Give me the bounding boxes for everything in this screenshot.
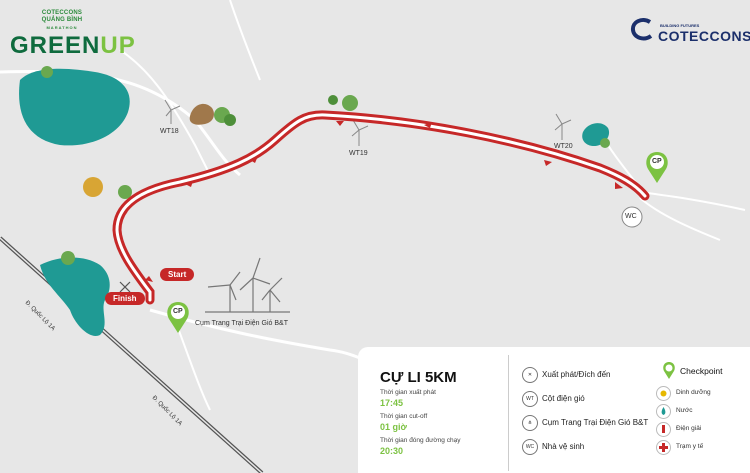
wt20-label: WT20 — [554, 143, 573, 150]
turbine-wt20 — [554, 113, 572, 140]
cutoff-value: 01 giờ — [380, 422, 407, 432]
water-icon — [656, 404, 671, 419]
wind-farm-legend-icon: ⋔ — [522, 415, 538, 431]
legend-wind-farm: Cụm Trang Trại Điện Gió B&T — [542, 418, 649, 427]
route-arrows — [145, 121, 623, 282]
road-top — [229, 0, 261, 81]
tree — [41, 66, 53, 78]
start-badge: Start — [160, 268, 195, 281]
toilet-label: WC — [625, 213, 637, 220]
start-time-value: 17:45 — [380, 398, 404, 408]
rock — [189, 103, 214, 125]
wind-tower-icon: WT — [522, 391, 538, 407]
lake-top-left — [19, 68, 130, 146]
legend-toilet: Nhà vệ sinh — [542, 442, 585, 451]
turbine-wt18 — [164, 99, 181, 124]
cp-medical: Trạm y tế — [676, 443, 704, 450]
turbine-wt19 — [351, 119, 369, 146]
road-right-2 — [639, 197, 721, 241]
tree — [224, 114, 236, 126]
checkpoint-label-2: CP — [652, 158, 662, 165]
toilet-icon: WC — [522, 439, 538, 455]
road-bottom — [149, 308, 361, 360]
wt18-label: WT18 — [160, 128, 179, 135]
checkpoint-pin-1 — [167, 302, 189, 333]
start-finish-icon: ✕ — [522, 367, 538, 383]
tree — [118, 185, 132, 199]
close-time-value: 20:30 — [380, 446, 404, 456]
start-time-label: Thời gian xuất phát — [380, 389, 436, 396]
logo-line-3: MARATHON — [46, 25, 78, 30]
divider — [508, 355, 509, 471]
tree — [83, 177, 103, 197]
finish-flag-icon — [119, 281, 131, 293]
road-bottom-2 — [174, 319, 211, 411]
logo-line-2: QUẢNG BÌNH — [41, 17, 83, 23]
cp-water: Nước — [676, 407, 693, 414]
legend-wind-tower: Cột điện gió — [542, 394, 585, 403]
wind-farm-label: Cụm Trang Trại Điện Gió B&T — [195, 320, 288, 327]
toilet-marker — [621, 206, 643, 228]
logo-line-1: COTECCONS — [41, 10, 83, 16]
checkpoint-pin-2 — [646, 152, 668, 183]
highway-1a-inner — [0, 237, 263, 473]
coteccons-name: COTECCONS — [658, 28, 750, 44]
legend-start-finish: Xuất phát/Đích đến — [542, 370, 611, 379]
tree — [600, 138, 610, 148]
close-time-label: Thời gian đóng đường chạy — [380, 437, 461, 444]
electrolyte-icon — [656, 422, 671, 437]
cp-electrolyte: Điện giải — [676, 425, 702, 432]
greenup-logo: COTECCONS QUẢNG BÌNH MARATHON GREENUP — [10, 8, 135, 64]
medical-icon — [656, 440, 671, 455]
road-right — [639, 191, 746, 211]
cutoff-label: Thời gian cut-off — [380, 413, 428, 420]
checkpoint-label-1: CP — [173, 308, 183, 315]
tree — [61, 251, 75, 265]
coteccons-mark-icon — [630, 18, 653, 41]
legend-panel: CỰ LI 5KM Thời gian xuất phát 17:45 Thời… — [358, 347, 750, 473]
cp-nutrition: Dinh dưỡng — [676, 389, 711, 396]
distance-title: CỰ LI 5KM — [380, 369, 457, 386]
checkpoint-title: Checkpoint — [680, 366, 723, 376]
finish-badge: Finish — [105, 292, 145, 305]
checkpoint-pin-icon — [663, 362, 675, 379]
lake-bottom-left — [40, 257, 110, 336]
tree — [328, 95, 338, 105]
route-5km-centre — [115, 113, 647, 302]
coteccons-logo: BUILDING FUTURES COTECCONS — [630, 16, 750, 46]
wind-farm-icon — [205, 257, 290, 313]
wt19-label: WT19 — [349, 150, 368, 157]
nutrition-icon — [656, 386, 671, 401]
coteccons-tagline: BUILDING FUTURES — [660, 23, 700, 28]
tree — [342, 95, 358, 111]
logo-word: GREENUP — [10, 32, 136, 59]
road-top-mid — [119, 49, 211, 176]
